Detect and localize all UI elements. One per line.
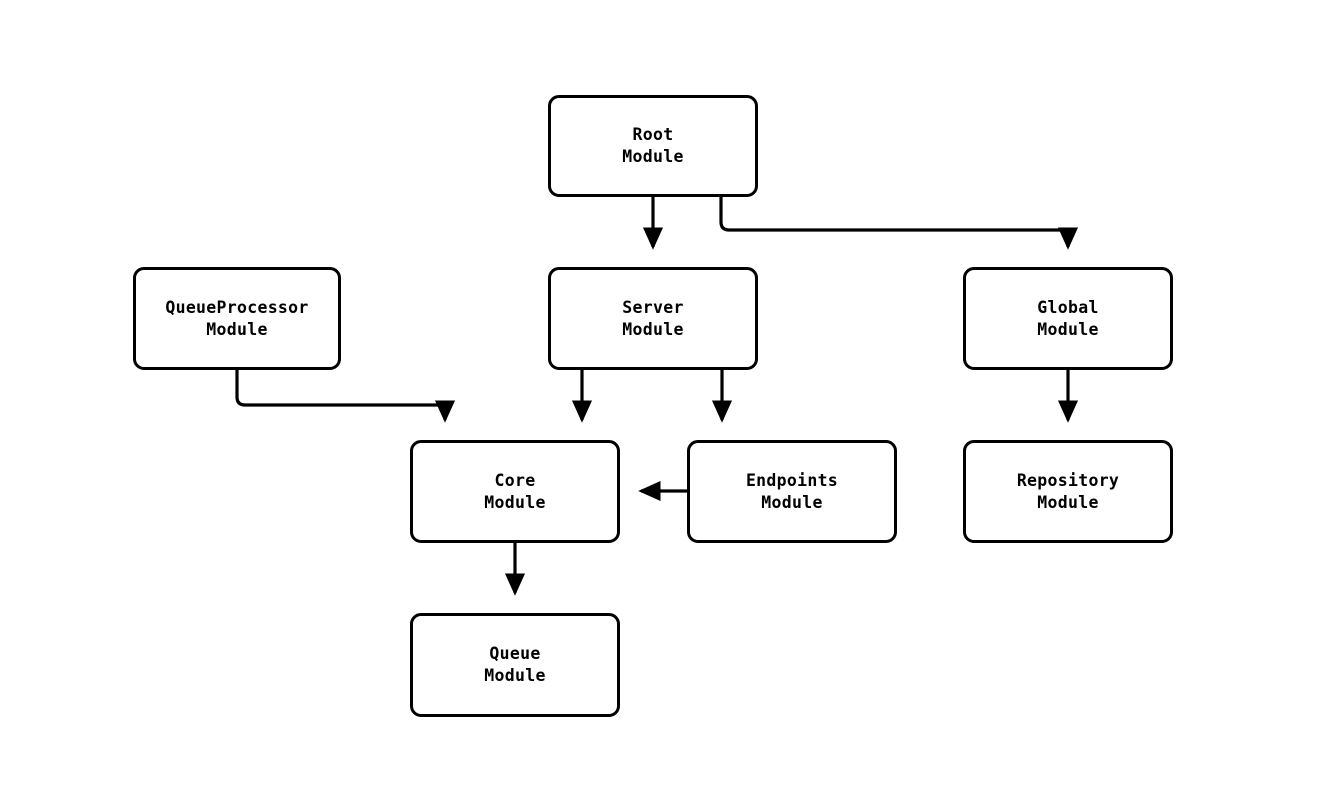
node-label: Root Module bbox=[622, 125, 684, 166]
node-label: Global Module bbox=[1037, 297, 1099, 339]
node-repository-module[interactable]: Repository Module bbox=[963, 440, 1173, 543]
node-server-module[interactable]: Server Module bbox=[548, 267, 758, 370]
node-label: Server Module bbox=[622, 297, 684, 339]
node-label: Queue Module bbox=[484, 644, 546, 685]
edge-queueprocessor-core bbox=[235, 370, 456, 423]
node-queueprocessor-module[interactable]: QueueProcessor Module bbox=[133, 267, 341, 370]
node-label: Repository Module bbox=[1016, 470, 1120, 512]
node-root-module[interactable]: Root Module bbox=[548, 95, 758, 197]
node-label: Endpoints Module bbox=[745, 470, 839, 512]
node-label: Core Module bbox=[484, 470, 546, 512]
node-endpoints-module[interactable]: Endpoints Module bbox=[687, 440, 897, 543]
node-queue-module[interactable]: Queue Module bbox=[410, 613, 620, 717]
edge-root-global bbox=[719, 197, 1079, 250]
node-label: QueueProcessor Module bbox=[165, 297, 309, 339]
node-global-module[interactable]: Global Module bbox=[963, 267, 1173, 370]
node-core-module[interactable]: Core Module bbox=[410, 440, 620, 543]
